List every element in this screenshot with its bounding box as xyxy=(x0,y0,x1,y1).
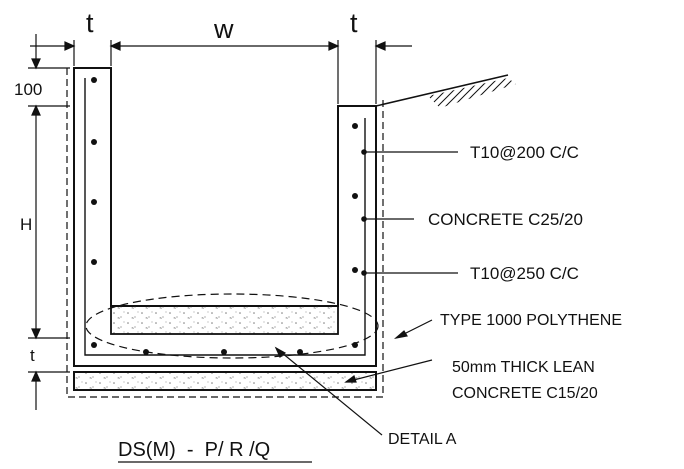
rebar-dot xyxy=(352,193,358,199)
dim-100: 100 xyxy=(14,80,42,99)
rebar-dot xyxy=(91,342,97,348)
benching-concrete xyxy=(110,305,339,335)
rebar-dot xyxy=(352,267,358,273)
rebar-dot xyxy=(91,259,97,265)
left-dimension-lines xyxy=(28,34,70,410)
rebar-dot xyxy=(91,199,97,205)
callout-rebar-horizontal: T10@250 C/C xyxy=(470,264,579,283)
callout-lean-line2: CONCRETE C15/20 xyxy=(452,385,598,402)
dim-w: w xyxy=(213,14,234,44)
lean-concrete-layer xyxy=(73,371,377,391)
rebar-dot xyxy=(91,139,97,145)
callout-lean-line1: 50mm THICK LEAN xyxy=(452,359,595,376)
rebar-dot xyxy=(91,77,97,83)
rebar-dot xyxy=(297,349,303,355)
callout-membrane: TYPE 1000 POLYTHENE xyxy=(440,312,622,329)
dim-t-right: t xyxy=(350,8,358,38)
reinforcement-bar xyxy=(84,78,366,356)
polythene-membrane-line xyxy=(66,68,384,398)
dim-h: H xyxy=(20,215,32,234)
dim-t-base: t xyxy=(30,346,35,365)
leader-lines xyxy=(274,149,458,436)
callout-rebar-vertical: T10@200 C/C xyxy=(470,143,579,162)
rebar-dot xyxy=(221,349,227,355)
detail-a-ellipse xyxy=(85,293,379,359)
callout-concrete: CONCRETE C25/20 xyxy=(428,210,583,229)
ground-line xyxy=(375,74,509,107)
callout-detail-a: DETAIL A xyxy=(388,431,457,448)
rebar-dot xyxy=(352,123,358,129)
drawing-title: DS(M) - P/ R /Q xyxy=(118,439,270,461)
dim-t-left: t xyxy=(86,8,94,38)
soil-hatch xyxy=(428,78,516,108)
top-dimension-lines xyxy=(30,40,412,104)
